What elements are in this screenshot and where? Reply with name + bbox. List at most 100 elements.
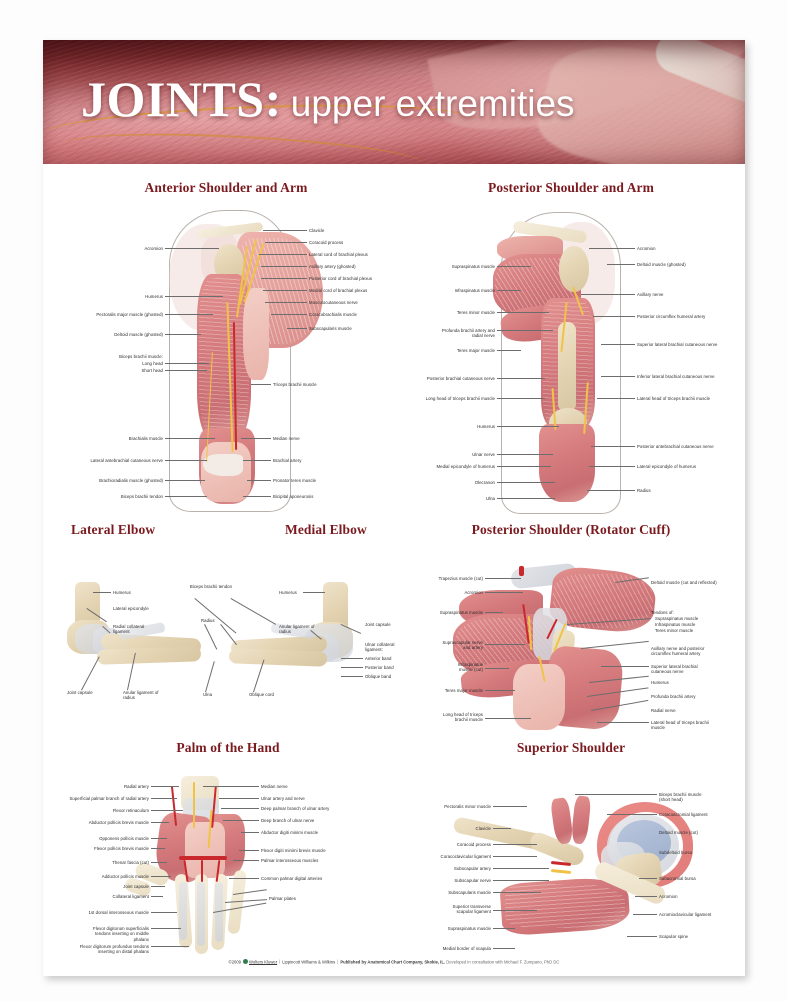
leader-line (221, 808, 259, 809)
label-radial-artery: Radial artery (123, 784, 149, 789)
label-brachioradialis-ghosted: Brachioradialis muscle (ghosted) (99, 478, 163, 483)
label-subscapular-artery: Subscapular artery (454, 866, 491, 871)
label-biceps-brachii-tendon: Biceps brachii tendon (189, 584, 233, 589)
footer-credit: Developed in consultation with Michael F… (446, 959, 560, 964)
label-lateral-antebrachial-cutaneous-nerve: Lateral antebrachial cutaneous nerve (90, 458, 163, 463)
label-musculocutaneous-nerve: Musculocutaneous nerve (309, 300, 358, 305)
label-infraspinatus-muscle: Infraspinatus muscle (454, 288, 495, 293)
label-acromion: Acromion (659, 894, 678, 899)
leader-line (165, 480, 205, 481)
leader-line (165, 460, 207, 461)
leader-line (493, 856, 537, 857)
leader-line (263, 230, 307, 231)
lateral-ulna-bone (96, 646, 202, 665)
leader-line (165, 370, 207, 371)
label-medial-cord-brachial-plexus: Medial cord of brachial plexus (309, 288, 368, 293)
label-posterior-band: Posterior band (365, 665, 394, 670)
leader-line (601, 376, 635, 377)
triceps-brachii-muscle (243, 288, 269, 380)
flexor-tendon-index (179, 882, 187, 940)
leader-line (165, 496, 207, 497)
label-tendon-supraspinatus: Supraspinatus muscle (655, 616, 699, 621)
leader-line (607, 814, 657, 815)
label-opponens-pollicis: Opponens pollicis muscle (99, 836, 149, 841)
label-clavicle: Clavicle (475, 826, 491, 831)
poster-title-main: JOINTS: (81, 71, 282, 127)
label-lateral-head-triceps: Lateral head of triceps brachii muscle (651, 720, 709, 731)
panel-title-lateral-elbow: Lateral Elbow (71, 522, 156, 537)
label-teres-minor-muscle: Teres minor muscle (456, 310, 495, 315)
label-biceps-brachii-tendon: Biceps brachii tendon (120, 494, 163, 499)
label-brachialis-muscle: Brachialis muscle (128, 436, 163, 441)
label-olecranon: Olecranon (474, 480, 495, 485)
label-deep-branch-ulnar-nerve: Deep branch of ulnar nerve (261, 818, 315, 823)
label-axillary-nerve-posterior-circumflex: Axillary nerve and posterior circumflex … (651, 646, 705, 657)
label-superficial-palmar-branch-radial-artery: Superficial palmar branch of radial arte… (69, 796, 149, 801)
leader-line (151, 896, 163, 897)
label-brachial-artery: Brachial artery (273, 458, 302, 463)
leader-line (265, 242, 307, 243)
label-acromion: Acromion (144, 246, 163, 251)
label-medial-joint-capsule: Joint capsule (365, 622, 391, 627)
label-subscapular-nerve: Subscapular nerve (454, 878, 491, 883)
label-anular-ligament-radius-medial: Anular ligament of radius (279, 624, 315, 635)
leader-line (587, 490, 635, 491)
label-lateral-humerus: Humerus (113, 590, 131, 595)
leader-line (497, 466, 551, 467)
footer-copyright: ©2009 (228, 959, 242, 964)
leader-line (497, 398, 545, 399)
panel-anterior-shoulder-and-arm: Anterior Shoulder and Arm (51, 180, 401, 512)
label-flexor-digitorum-profundus-tendons: Flexor digitorum profundus tendons inser… (79, 944, 149, 955)
label-long-head-triceps: Long head of triceps brachii muscle (425, 396, 495, 401)
wolters-kluwer-logo-icon (242, 958, 248, 964)
footer-publisher-wolters-kluwer: Wolters Kluwer (249, 959, 278, 964)
leader-line (204, 624, 218, 650)
leader-line (230, 598, 277, 625)
figure-palm-of-hand: Radial artery Superficial palmar branch … (53, 770, 403, 960)
leader-line (597, 398, 635, 399)
leader-line (497, 482, 555, 483)
label-pectoralis-major-ghosted: Pectoralis major muscle (ghosted) (96, 312, 163, 317)
label-tendon-infraspinatus: Infraspinatus muscle (655, 622, 696, 627)
label-coracoid-process: Coracoid process (309, 240, 344, 245)
leader-line (243, 496, 271, 497)
label-medial-epicondyle-humerus: Medial epicondyle of humerus (436, 464, 495, 469)
panel-title-medial-elbow: Medial Elbow (285, 522, 367, 537)
leader-line (635, 896, 657, 897)
leader-line (165, 363, 209, 364)
label-lateral-cord-brachial-plexus: Lateral cord of brachial plexus (309, 252, 368, 257)
leader-line (593, 316, 635, 317)
label-clavicle: Clavicle (309, 228, 325, 233)
label-suprascapular-nerve-artery: Suprascapular nerve and artery (442, 640, 483, 651)
label-flexor-pollicis-brevis: Flexor pollicis brevis muscle (94, 846, 149, 851)
label-superior-transverse-scapular-ligament: Superior transverse scapular ligament (452, 904, 491, 915)
label-subdeltoid-bursa: Subdeltoid bursa (659, 850, 693, 855)
leader-line (493, 928, 515, 929)
subscapular-nerve (550, 868, 572, 875)
common-palmar-digital-artery-2 (201, 860, 203, 882)
leader-line (589, 248, 635, 249)
triceps-long-head (513, 664, 565, 730)
label-coracobrachialis-muscle: Coracobrachialis muscle (309, 312, 357, 317)
leader-line (265, 302, 307, 303)
panel-superior-shoulder: Superior Shoulder (401, 740, 741, 780)
leader-line (93, 592, 111, 593)
leader-line (497, 290, 521, 291)
leader-line (165, 334, 201, 335)
leader-line (203, 786, 259, 787)
label-supraspinatus-muscle: Supraspinatus muscle (451, 264, 495, 269)
leader-line (229, 878, 259, 879)
label-medial-border-of-scapula: Medial border of scapula (442, 946, 491, 951)
label-profunda-brachii-artery-radial-nerve: Profunda brachii artery and radial nerve (441, 328, 495, 339)
label-supraspinatus-muscle: Supraspinatus muscle (439, 610, 483, 615)
label-tendons-of: Tendons of: (651, 610, 674, 615)
leader-line (81, 656, 100, 691)
label-abductor-digiti-minimi: Abductor digiti minimi muscle (261, 830, 319, 835)
leader-line (639, 878, 657, 879)
leader-line (239, 850, 259, 851)
coracobrachialis (570, 795, 592, 845)
leader-line (493, 868, 549, 869)
label-anterior-band: Anterior band (365, 656, 392, 661)
label-deltoid-ghosted: Deltoid muscle (ghosted) (114, 332, 163, 337)
